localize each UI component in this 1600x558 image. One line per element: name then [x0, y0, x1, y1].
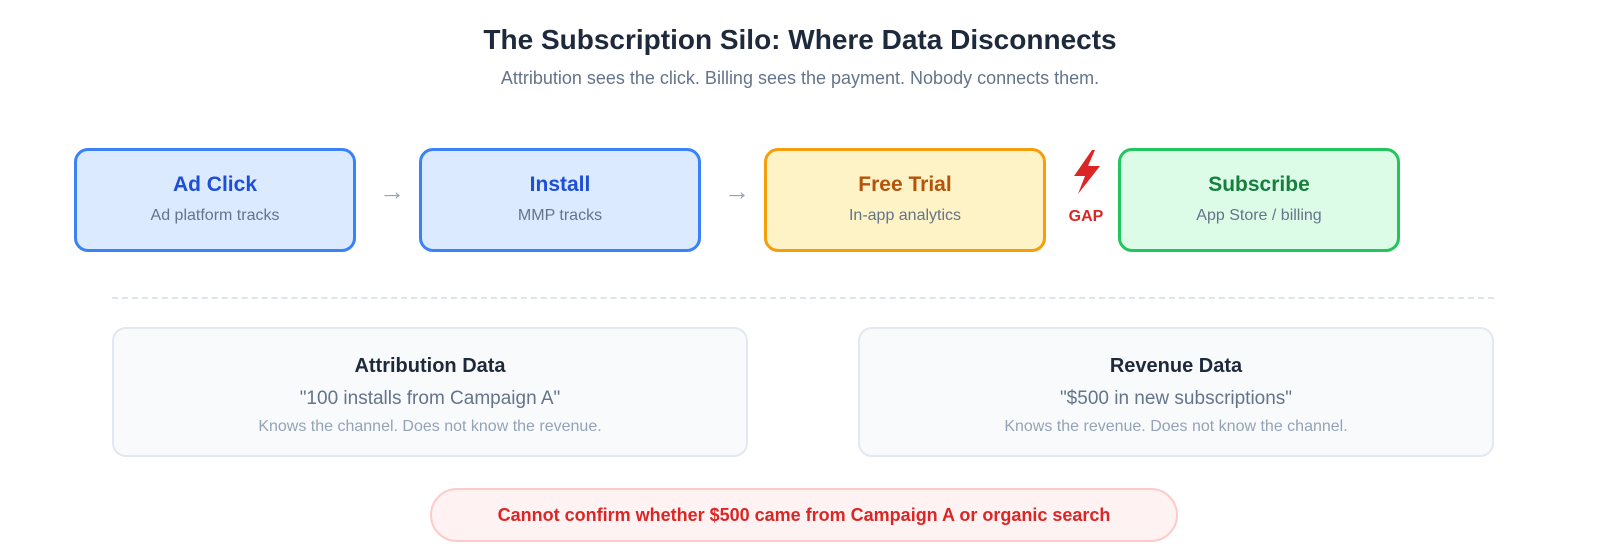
panel-note: Knows the channel. Does not know the rev… [258, 418, 602, 435]
arrow-right-icon: → [379, 176, 405, 206]
panel-title: Revenue Data [1109, 355, 1243, 377]
alert-banner: Cannot confirm whether $500 came from Ca… [430, 488, 1178, 542]
stage-title: Ad Click [172, 173, 258, 196]
panel-quote: "$500 in new subscriptions" [1059, 388, 1293, 409]
revenue-data-panel: Revenue Data "$500 in new subscriptions"… [858, 327, 1494, 457]
lightning-bolt-icon [1074, 150, 1100, 194]
stage-subtitle: Ad platform tracks [150, 207, 280, 224]
stage-subtitle: In-app analytics [848, 207, 962, 224]
arrow-right-icon: → [724, 176, 750, 206]
stage-subtitle: MMP tracks [517, 207, 603, 224]
stage-subscribe: Subscribe App Store / billing [1118, 148, 1400, 252]
diagram-title: The Subscription Silo: Where Data Discon… [483, 24, 1117, 55]
stage-free-trial: Free Trial In-app analytics [764, 148, 1046, 252]
gap-label: GAP [1068, 208, 1104, 225]
stage-title: Subscribe [1208, 173, 1310, 196]
panel-quote: "100 installs from Campaign A" [299, 388, 561, 409]
stage-title: Free Trial [858, 173, 952, 196]
attribution-data-panel: Attribution Data "100 installs from Camp… [112, 327, 748, 457]
stage-title: Install [529, 173, 591, 196]
section-divider [112, 297, 1494, 299]
stage-install: Install MMP tracks [419, 148, 701, 252]
stage-ad-click: Ad Click Ad platform tracks [74, 148, 356, 252]
panel-note: Knows the revenue. Does not know the cha… [1004, 418, 1348, 435]
panel-title: Attribution Data [354, 355, 506, 377]
diagram-subtitle: Attribution sees the click. Billing sees… [500, 68, 1100, 88]
stage-subtitle: App Store / billing [1196, 207, 1322, 224]
